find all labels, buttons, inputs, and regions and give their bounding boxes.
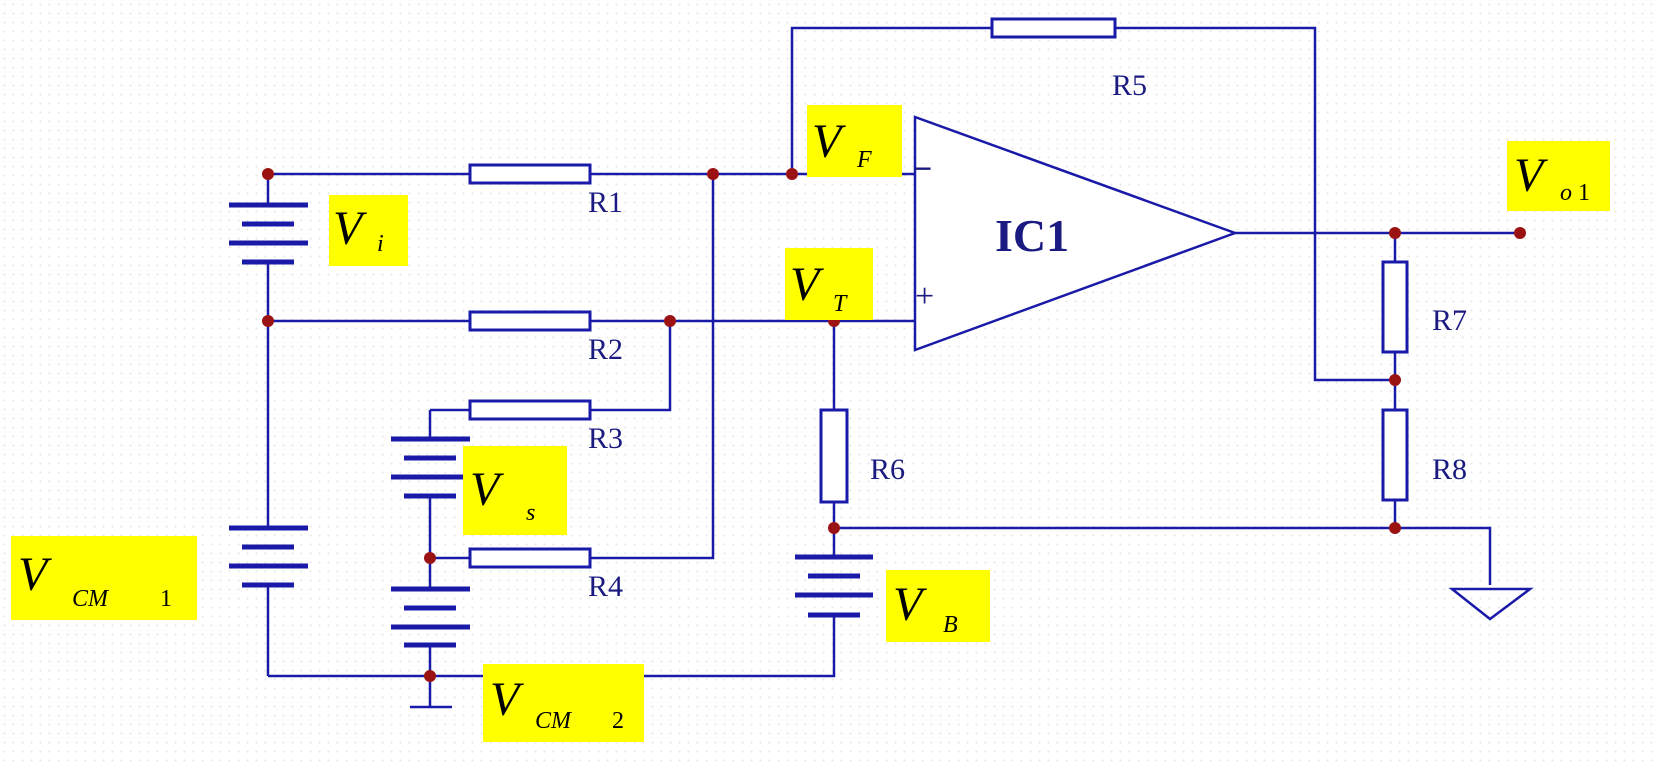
battery-vcm2 <box>391 586 470 648</box>
resistor-r7 <box>1381 260 1409 354</box>
vt-sub: T <box>833 291 848 317</box>
vcm1-main: V <box>18 548 52 601</box>
label-vt: V T <box>785 248 873 320</box>
vi-main: V <box>333 202 367 255</box>
resistor-r6 <box>819 408 849 504</box>
vf-sub: F <box>856 147 872 173</box>
opamp-label: IC1 <box>995 210 1069 261</box>
battery-vb <box>795 554 873 618</box>
inverting-sign: − <box>913 151 932 188</box>
vt-main: V <box>790 258 824 311</box>
resistor-r2 <box>468 310 592 332</box>
r8-label: R8 <box>1432 453 1467 486</box>
label-vb: V B <box>886 570 990 642</box>
vb-main: V <box>893 578 927 631</box>
junction-nodes <box>262 168 1526 682</box>
vb-sub: B <box>943 612 958 638</box>
r2-label: R2 <box>588 333 623 366</box>
label-vs: V s <box>463 446 567 535</box>
r4-label: R4 <box>588 570 623 603</box>
noninverting-sign: + <box>915 278 934 315</box>
resistors <box>468 17 1409 569</box>
r3-label: R3 <box>588 422 623 455</box>
resistor-r4 <box>468 547 592 569</box>
vcm1-sub: CM <box>72 586 110 612</box>
opamp-ic1 <box>913 115 1239 352</box>
label-vcm2: V CM 2 <box>483 664 644 742</box>
label-vf: V F <box>807 105 902 177</box>
vcm2-index: 2 <box>612 708 624 734</box>
label-vi: V i <box>329 195 408 266</box>
vf-main: V <box>812 115 846 168</box>
label-vo1: V o 1 <box>1507 141 1610 211</box>
vs-sub: s <box>526 500 535 526</box>
vcm2-sub: CM <box>535 708 573 734</box>
ground-icon <box>1448 587 1534 621</box>
vcm2-main: V <box>490 673 524 726</box>
r7-label: R7 <box>1432 304 1467 337</box>
r5-label: R5 <box>1112 69 1147 102</box>
vcm1-index: 1 <box>160 586 172 612</box>
resistor-r3 <box>468 399 592 421</box>
vs-main: V <box>470 463 504 516</box>
resistor-r8 <box>1381 408 1409 502</box>
resistor-r5 <box>990 17 1117 39</box>
r6-label: R6 <box>870 453 905 486</box>
vo1-sub: o <box>1560 180 1572 206</box>
battery-vs <box>391 436 470 499</box>
r1-label: R1 <box>588 186 623 219</box>
resistor-r1 <box>468 163 592 185</box>
battery-vcm1 <box>229 525 308 588</box>
vi-sub: i <box>377 231 384 257</box>
vo1-main: V <box>1514 149 1548 202</box>
vo1-index: 1 <box>1578 180 1590 206</box>
battery-vi <box>229 202 308 265</box>
label-vcm1: V CM 1 <box>11 536 197 620</box>
